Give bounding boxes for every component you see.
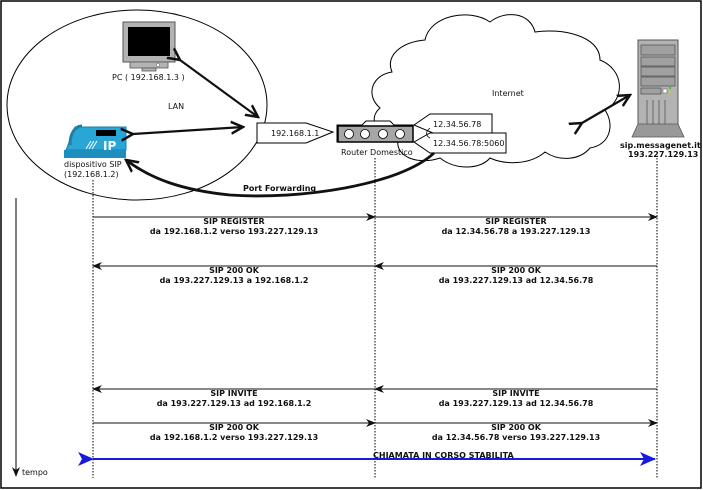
message-detail: da 193.227.129.13 a 192.168.1.2	[160, 276, 309, 285]
internet-label: Internet	[492, 89, 524, 98]
pc-label: PC ( 192.168.1.3 )	[112, 73, 185, 82]
message-title: SIP INVITE	[492, 389, 539, 398]
phone-router-link	[133, 127, 243, 134]
sip-device-ip: (192.168.1.2)	[64, 170, 119, 179]
lan-boundary	[6, 9, 268, 201]
sip-device-label: dispositivo SIP	[64, 160, 122, 169]
message-title: SIP 200 OK	[209, 266, 260, 275]
router-lan-ip: 192.168.1.1	[271, 129, 319, 138]
message-title: SIP REGISTER	[485, 217, 546, 226]
message-detail: da 192.168.1.2 verso 193.227.129.13	[150, 433, 318, 442]
message-title: SIP 200 OK	[209, 423, 260, 432]
message-detail: da 193.227.129.13 ad 12.34.56.78	[439, 399, 594, 408]
server-icon	[631, 39, 685, 138]
message-title: SIP 200 OK	[491, 423, 542, 432]
message-detail: da 12.34.56.78 verso 193.227.129.13	[432, 433, 600, 442]
router-wan-ip: 12.34.56.78	[433, 120, 481, 129]
router-label: Router Domestico	[341, 148, 413, 157]
phone-screen-text: IP	[103, 139, 116, 153]
message-detail: da 192.168.1.2 verso 193.227.129.13	[150, 227, 318, 236]
router-wan-ip-callout	[412, 113, 493, 134]
internet-server-link	[582, 95, 630, 123]
ip-phone-icon: IP	[64, 124, 127, 158]
router-lan-ip-callout	[256, 122, 335, 144]
message-title: SIP 200 OK	[491, 266, 542, 275]
message-title: SIP INVITE	[210, 389, 257, 398]
router-wan-port: 12.34.56.78:5060	[433, 139, 504, 148]
router-icon	[336, 120, 414, 143]
time-axis-label: tempo	[22, 468, 48, 477]
message-detail: da 193.227.129.13 ad 192.168.1.2	[157, 399, 312, 408]
pc-router-link	[180, 60, 258, 117]
lan-label: LAN	[168, 102, 184, 111]
message-detail: da 12.34.56.78 a 193.227.129.13	[442, 227, 591, 236]
server-name: sip.messagenet.it	[620, 141, 701, 150]
message-detail: da 193.227.129.13 ad 12.34.56.78	[439, 276, 594, 285]
router-wan-port-callout	[413, 132, 507, 154]
message-title: SIP REGISTER	[203, 217, 264, 226]
port-forwarding-arrow	[126, 151, 435, 198]
call-established-label: CHIAMATA IN CORSO STABILITA	[373, 451, 514, 460]
server-ip: 193.227.129.13	[628, 150, 698, 159]
port-forwarding-label: Port Forwarding	[243, 184, 316, 193]
pc-icon	[122, 21, 176, 72]
